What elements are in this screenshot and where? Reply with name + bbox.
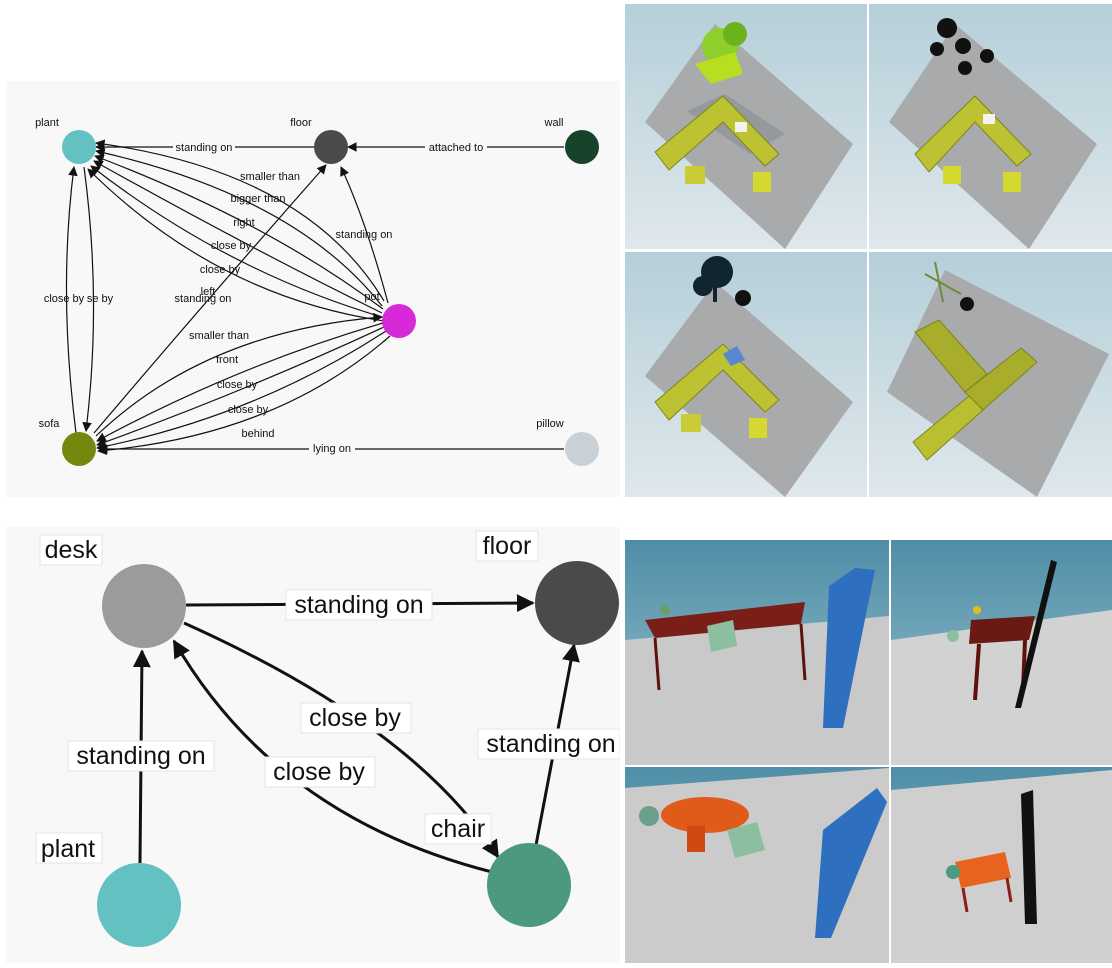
render-table-door-3 — [625, 767, 889, 963]
edge-label-smaller-than: smaller than — [240, 171, 300, 183]
edge-pot-standing-on-plant — [87, 168, 385, 322]
node-label-pot: pot — [364, 291, 379, 303]
edge-label-smaller-than-2: smaller than — [189, 330, 249, 342]
edge-label-close-by-sofa-plant: close by — [44, 293, 85, 305]
edges — [65, 139, 564, 456]
edge-pot-right-plant — [94, 154, 384, 310]
edge-pot-behind-sofa — [97, 335, 391, 456]
edge-label-close-by-3: close by — [217, 379, 258, 391]
node-plant-2[interactable] — [97, 863, 181, 947]
render-sofa-tree-3 — [625, 252, 867, 497]
node-label-pillow: pillow — [536, 418, 564, 430]
edge-pot-close-by-sofa-2 — [96, 330, 387, 451]
node-wall[interactable] — [565, 130, 599, 164]
node-label-desk: desk — [45, 536, 98, 564]
scene-graph-sofa-canvas: standing on attached to smaller than big… — [35, 117, 599, 466]
render-grid-sofa — [625, 4, 1112, 497]
edge-label-right: right — [233, 217, 254, 229]
edge-label-plant-standing-on: standing on — [76, 742, 205, 770]
node-label-sofa: sofa — [39, 418, 61, 430]
edge-label-lying-on: lying on — [313, 443, 351, 455]
render-sofa-plant-2 — [869, 4, 1112, 249]
node-pot[interactable] — [382, 304, 416, 338]
node-label-plant-2: plant — [41, 835, 95, 863]
render-sofa-plant-4 — [869, 252, 1112, 497]
node-floor-2[interactable] — [535, 561, 619, 645]
render-grid-sofa-canvas — [625, 4, 1112, 497]
edge-label-close-by-2: close by — [200, 264, 241, 276]
render-table-door-4 — [891, 767, 1112, 963]
node-label-plant: plant — [35, 117, 59, 129]
node-label-wall: wall — [544, 117, 564, 129]
node-chair[interactable] — [487, 843, 571, 927]
edge-pot-bigger-than-plant — [95, 148, 383, 307]
edge-pot-close-by-plant — [93, 160, 383, 314]
scene-graph-desk-canvas: standing on standing on close by close b… — [35, 530, 621, 947]
edge-label-standing-on-pot-plant: standing on — [175, 293, 232, 305]
edge-pot-standing-on-floor — [340, 166, 389, 304]
edge-label-close-by: close by — [211, 240, 252, 252]
render-sofa-plant-1 — [625, 4, 867, 249]
edge-pot-close-by-sofa — [96, 326, 385, 447]
edge-sofa-close-by-plant — [65, 166, 78, 434]
nodes — [62, 130, 599, 466]
node-desk[interactable] — [102, 564, 186, 648]
node-pillow[interactable] — [565, 432, 599, 466]
edge-label-standing-on: standing on — [176, 142, 233, 154]
edge-label-chair-standing-on: standing on — [486, 730, 615, 758]
render-grid-desk — [625, 540, 1112, 963]
node-labels: plant floor wall pot sofa pillow — [35, 117, 564, 430]
node-plant[interactable] — [62, 130, 96, 164]
node-sofa[interactable] — [62, 432, 96, 466]
edge-labels-desk: standing on standing on close by close b… — [67, 589, 621, 788]
edge-label-close-by-b: close by — [273, 758, 365, 786]
render-grid-desk-canvas — [625, 540, 1112, 963]
edge-label-attached-to: attached to — [429, 142, 483, 154]
edge-label-close-by-4: close by — [228, 404, 269, 416]
edge-pot-close-by-plant-2 — [90, 165, 383, 318]
nodes-desk — [97, 561, 619, 947]
render-desk-door-1 — [625, 540, 889, 765]
edge-label-behind: behind — [241, 428, 274, 440]
edge-plant-close-by-sofa — [82, 166, 95, 432]
edge-label-desk-standing-on: standing on — [294, 591, 423, 619]
render-desk-door-2 — [891, 540, 1112, 765]
edge-label-close-by-plant-sofa: se by — [87, 293, 114, 305]
scene-graph-sofa: standing on attached to smaller than big… — [6, 81, 620, 497]
edge-label-front: front — [216, 354, 238, 366]
node-label-floor: floor — [290, 117, 312, 129]
edge-labels: standing on attached to smaller than big… — [44, 140, 487, 455]
edge-sofa-left-floor — [93, 164, 327, 434]
edge-pot-front-sofa — [96, 322, 384, 442]
edge-label-bigger-than: bigger than — [230, 193, 285, 205]
scene-graph-desk: standing on standing on close by close b… — [6, 527, 621, 963]
node-label-chair: chair — [431, 815, 485, 843]
edge-sofa-smaller-than-pot — [95, 312, 383, 437]
node-floor[interactable] — [314, 130, 348, 164]
edge-label-standing-on-pot-floor: standing on — [336, 229, 393, 241]
edge-label-left: left — [201, 286, 216, 298]
node-labels-desk: desk floor plant chair — [35, 530, 539, 864]
edge-pot-smaller-than-plant — [95, 139, 385, 302]
edge-label-close-by-a: close by — [309, 704, 401, 732]
node-label-floor-2: floor — [483, 532, 532, 560]
